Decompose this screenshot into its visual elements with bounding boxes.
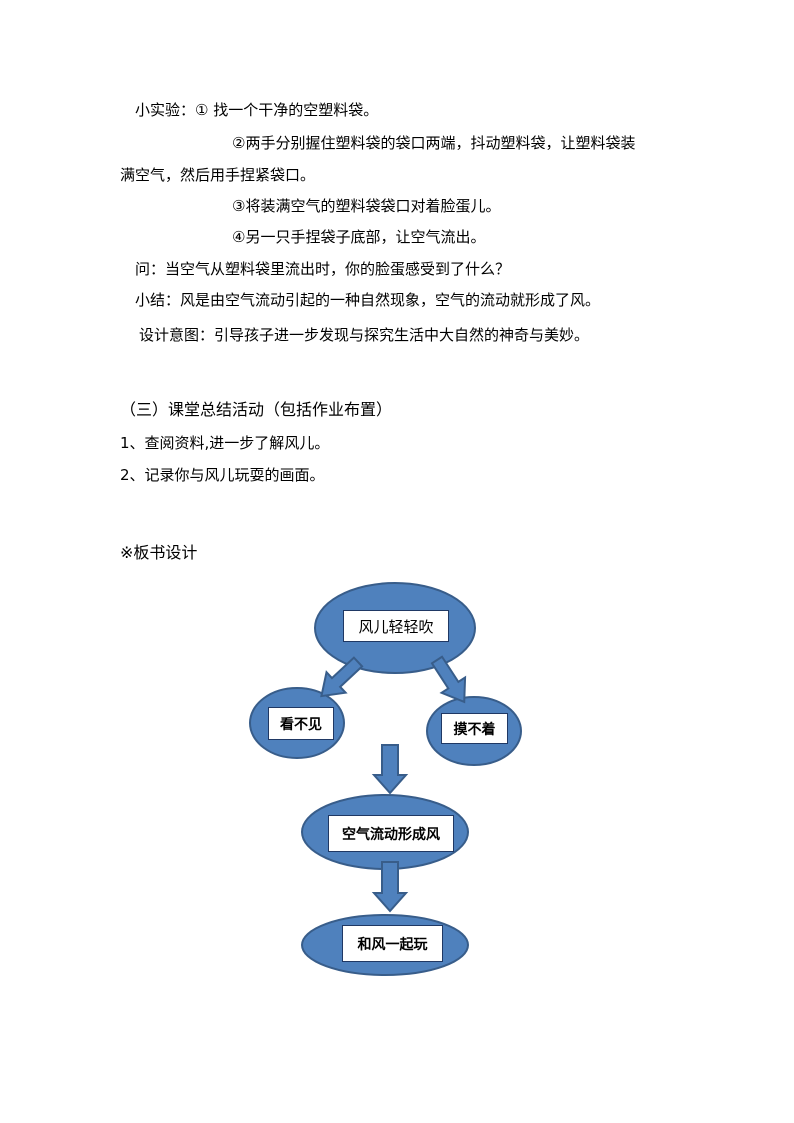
node-top: 风儿轻轻吹	[343, 610, 449, 642]
arrow-left-icon	[320, 656, 364, 698]
arrow-down-icon	[371, 861, 409, 913]
board-design-heading: ※板书设计	[120, 543, 198, 562]
experiment-step-1: 小实验：① 找一个干净的空塑料袋。	[135, 101, 379, 119]
summary-text: 小结：风是由空气流动引起的一种自然现象，空气的流动就形成了风。	[135, 291, 601, 309]
node-left: 看不见	[268, 707, 334, 740]
node-bottom: 和风一起玩	[342, 925, 443, 962]
experiment-step-2: ②两手分别握住塑料袋的袋口两端，抖动塑料袋，让塑料袋装	[232, 134, 636, 152]
node-right: 摸不着	[441, 713, 508, 744]
experiment-step-2-cont: 满空气，然后用手捏紧袋口。	[120, 166, 316, 184]
question-text: 问：当空气从塑料袋里流出时，你的脸蛋感受到了什么？	[135, 260, 511, 278]
design-intent: 设计意图：引导孩子进一步发现与探究生活中大自然的神奇与美妙。	[139, 326, 590, 344]
node-middle: 空气流动形成风	[328, 815, 454, 852]
arrow-right-icon	[430, 655, 467, 704]
homework-item-1: 1、查阅资料,进一步了解风儿。	[120, 434, 330, 452]
experiment-step-3: ③将装满空气的塑料袋袋口对着脸蛋儿。	[232, 197, 501, 215]
experiment-step-4: ④另一只手捏袋子底部，让空气流出。	[232, 228, 486, 246]
arrow-down-icon	[371, 744, 409, 795]
section-heading: （三）课堂总结活动（包括作业布置）	[120, 400, 393, 419]
homework-item-2: 2、记录你与风儿玩耍的画面。	[120, 466, 325, 484]
